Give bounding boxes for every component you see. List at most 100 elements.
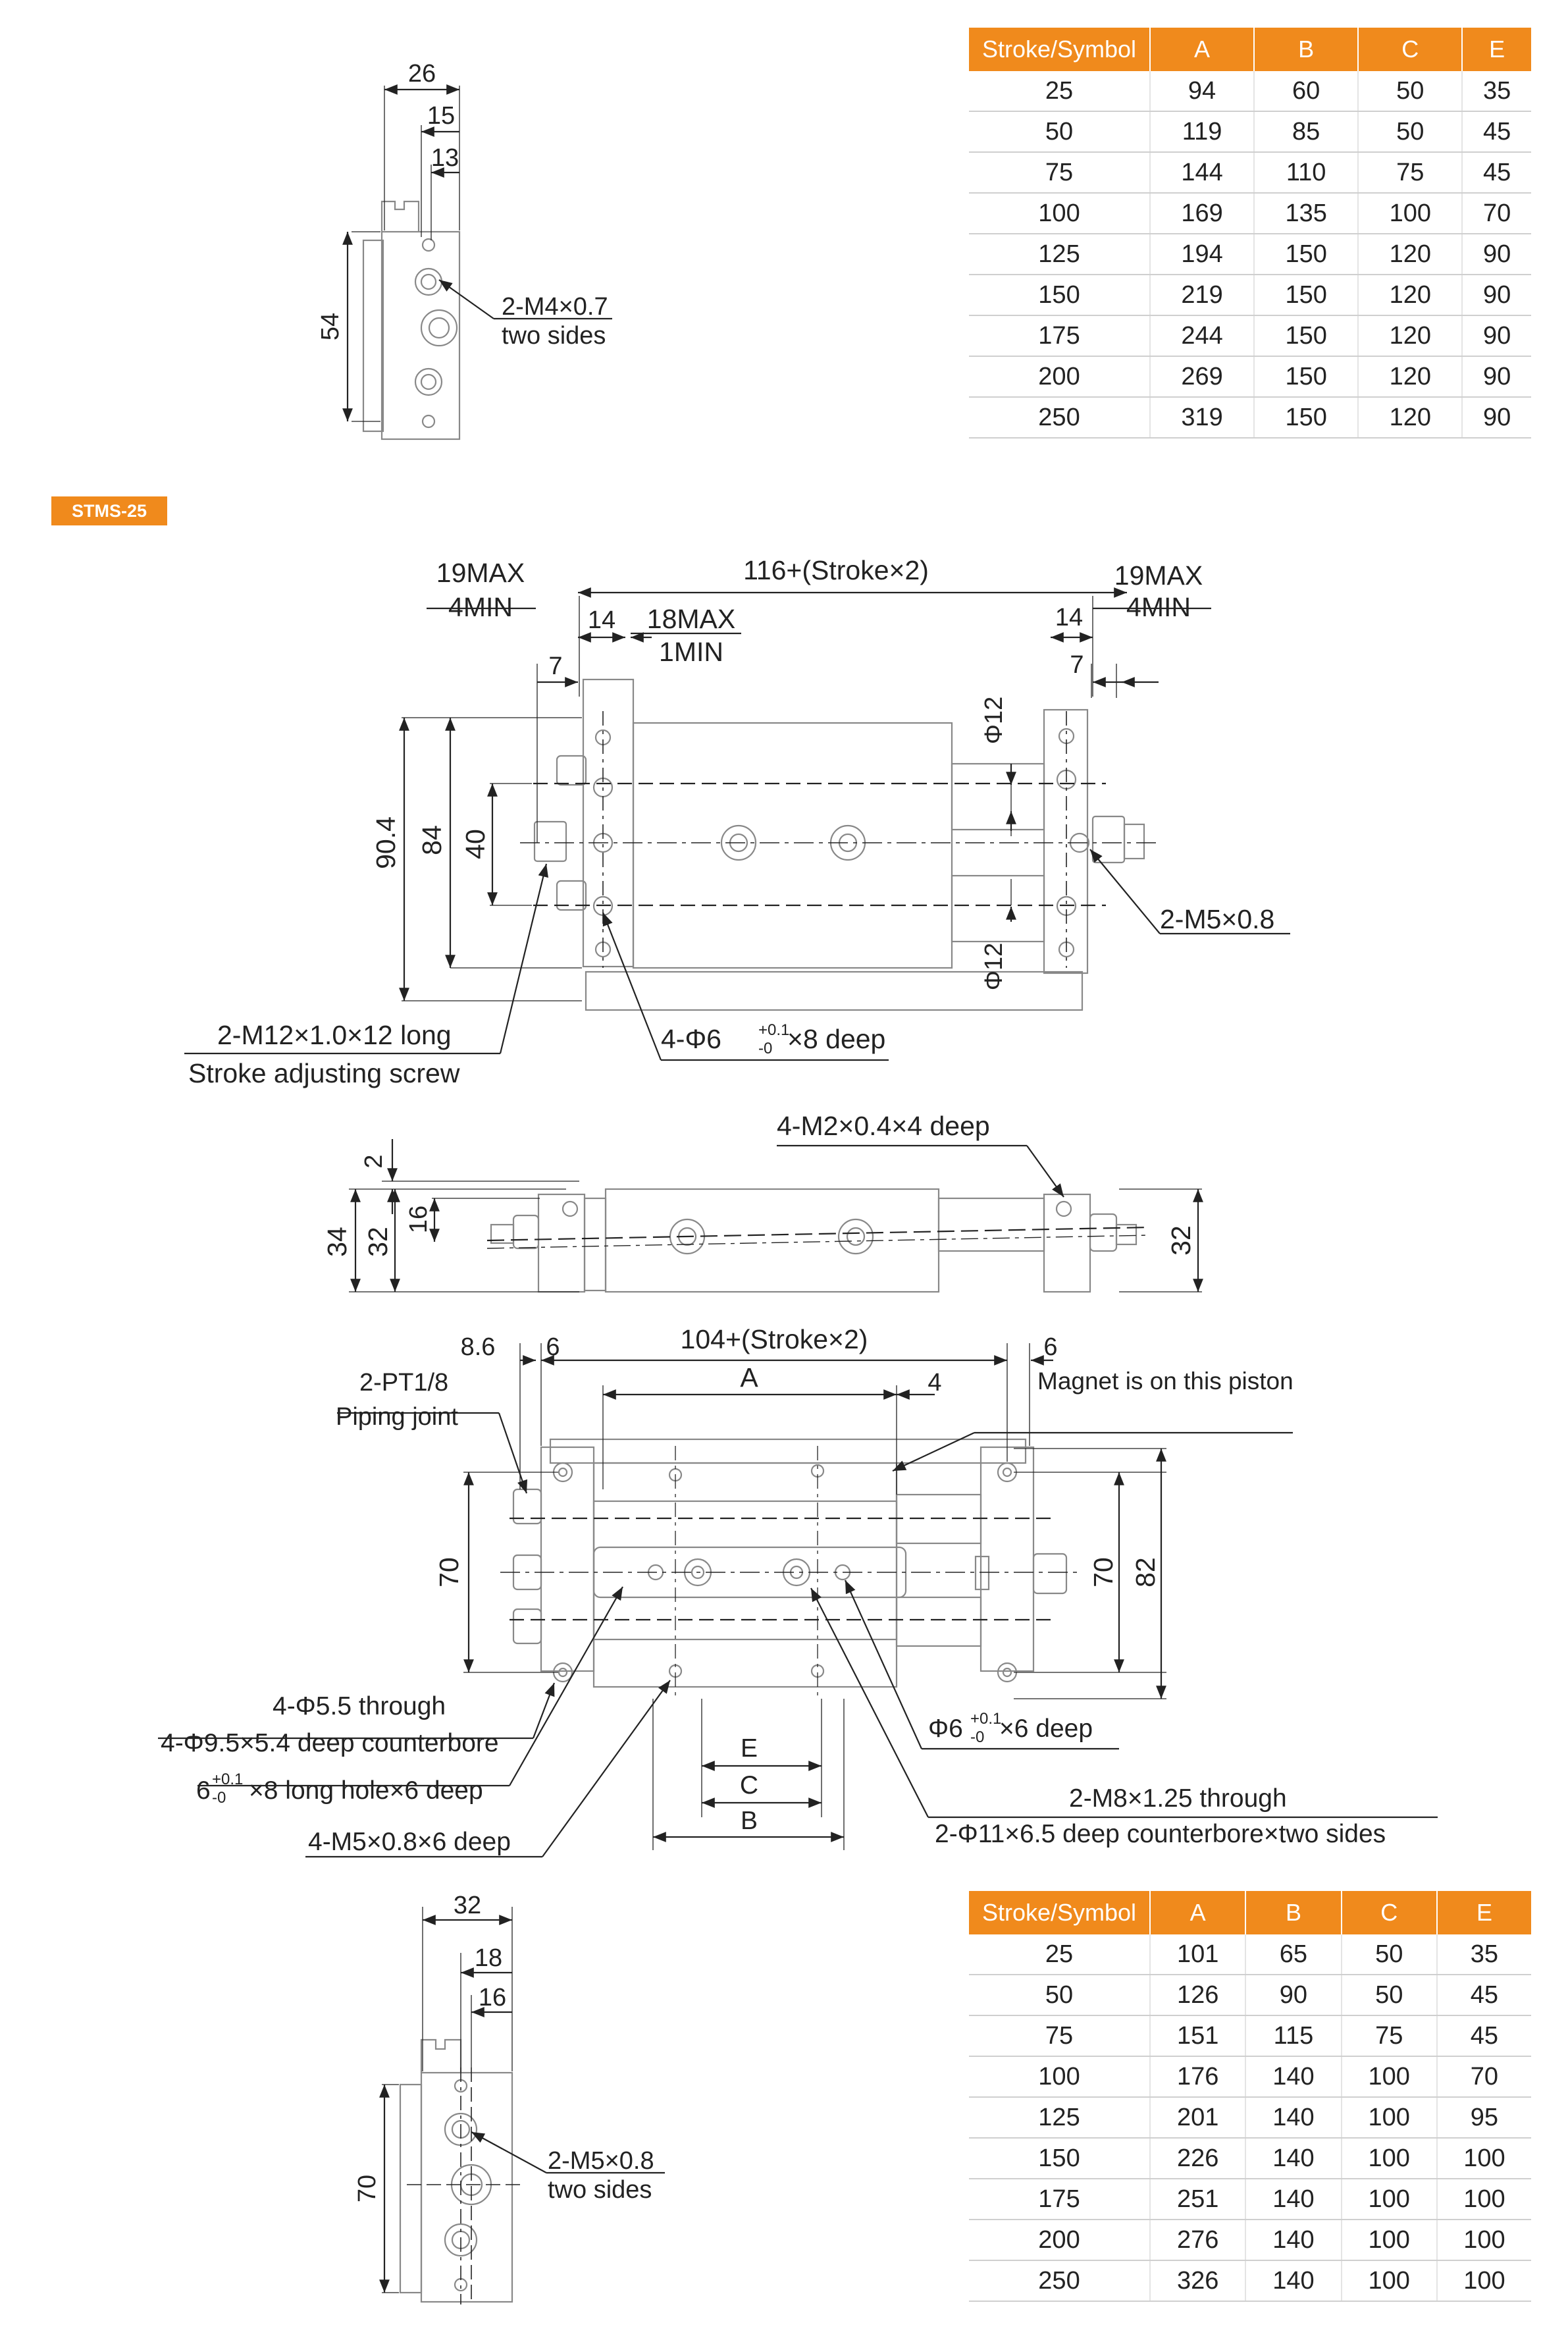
note-m4: 2-M4×0.7	[502, 293, 608, 321]
table-cell: 75	[1341, 2015, 1438, 2057]
table-cell: 115	[1245, 2015, 1342, 2057]
note-hole-tol-up: +0.1	[758, 1021, 789, 1039]
table-header: B	[1245, 1891, 1342, 1934]
table-cell: 150	[1254, 234, 1359, 275]
dim-7-left: 7	[548, 652, 562, 680]
dim-32: 32	[454, 1892, 481, 1919]
dim-4: 4	[928, 1369, 941, 1397]
dim-16: 16	[405, 1206, 432, 1233]
table-cell: 75	[969, 2015, 1151, 2057]
table-cell: 75	[969, 152, 1151, 194]
dim-14-right: 14	[1055, 604, 1083, 631]
note-magnet: Magnet is on this piston	[1037, 1368, 1294, 1395]
dim-c: C	[740, 1771, 758, 1799]
table-cell: 60	[1254, 71, 1359, 112]
dim-a: A	[740, 1362, 758, 1393]
table-cell: 120	[1358, 397, 1463, 439]
note-screw-1: 2-M12×1.0×12 long	[217, 1020, 452, 1050]
table-cell: 50	[1358, 111, 1463, 153]
table-cell: 125	[969, 2097, 1151, 2139]
table-cell: 45	[1462, 111, 1531, 153]
dim-40: 40	[460, 829, 490, 859]
dim-18max: 18MAX	[647, 604, 735, 634]
table-cell: 100	[1436, 2138, 1531, 2179]
note-m5-side: 2-M5×0.8	[548, 2147, 654, 2175]
table-cell: 120	[1358, 275, 1463, 316]
table-cell: 119	[1150, 111, 1255, 153]
table-cell: 100	[1358, 193, 1463, 234]
table-cell: 200	[969, 2220, 1151, 2261]
table-cell: 250	[969, 397, 1151, 439]
dim-overall-top: 116+(Stroke×2)	[743, 555, 929, 585]
dim-54: 54	[317, 313, 344, 340]
table-cell: 100	[1341, 2097, 1438, 2139]
note-long-tol-dn: -0	[212, 1789, 226, 1807]
dim-14-left: 14	[588, 606, 615, 634]
table-cell: 140	[1245, 2260, 1342, 2302]
dim-70-right: 70	[1088, 1557, 1118, 1587]
table-cell: 90	[1245, 1975, 1342, 2016]
dim-32-left: 32	[363, 1227, 393, 1257]
dim-phi12-top: Φ12	[980, 697, 1008, 745]
table-cell: 100	[969, 193, 1151, 234]
table-cell: 126	[1150, 1975, 1247, 2016]
table-cell: 120	[1358, 234, 1463, 275]
table-cell: 276	[1150, 2220, 1247, 2261]
dim-4min-right: 4MIN	[1126, 592, 1191, 622]
table-cell: 319	[1150, 397, 1255, 439]
table-cell: 50	[1341, 1934, 1438, 1975]
dim-19max-right: 19MAX	[1114, 560, 1203, 591]
table-cell: 140	[1245, 2097, 1342, 2139]
table-cell: 90	[1462, 275, 1531, 316]
table-cell: 100	[1341, 2220, 1438, 2261]
table-cell: 85	[1254, 111, 1359, 153]
table-cell: 176	[1150, 2056, 1247, 2098]
dim-70: 70	[353, 2175, 381, 2202]
table-cell: 50	[1358, 71, 1463, 112]
dim-26: 26	[408, 60, 436, 88]
table-cell: 251	[1150, 2179, 1247, 2220]
table-cell: 140	[1245, 2220, 1342, 2261]
table-cell: 94	[1150, 71, 1255, 112]
table-cell: 144	[1150, 152, 1255, 194]
table-cell: 125	[969, 234, 1151, 275]
table-header: A	[1150, 28, 1255, 71]
table-cell: 244	[1150, 315, 1255, 357]
table-cell: 90	[1462, 234, 1531, 275]
note-m5-top: 2-M5×0.8	[1160, 904, 1274, 934]
table-cell: 100	[1341, 2056, 1438, 2098]
table-cell: 70	[1436, 2056, 1531, 2098]
table-header: C	[1358, 28, 1463, 71]
note-long-tol-up: +0.1	[212, 1770, 243, 1788]
table-cell: 194	[1150, 234, 1255, 275]
table-cell: 100	[969, 2056, 1151, 2098]
note-hole-tol-dn: -0	[758, 1040, 772, 1057]
table-cell: 65	[1245, 1934, 1342, 1975]
dim-overall-bottom: 104+(Stroke×2)	[681, 1324, 868, 1354]
table-cell: 100	[1436, 2220, 1531, 2261]
dim-4min-left: 4MIN	[448, 592, 513, 622]
table-cell: 50	[969, 111, 1151, 153]
note-m2: 4-M2×0.4×4 deep	[777, 1111, 990, 1141]
table-cell: 45	[1436, 1975, 1531, 2016]
table-cell: 70	[1462, 193, 1531, 234]
table-cell: 151	[1150, 2015, 1247, 2057]
dim-82: 82	[1130, 1557, 1161, 1587]
table-cell: 120	[1358, 356, 1463, 398]
table-cell: 169	[1150, 193, 1255, 234]
table-cell: 175	[969, 2179, 1151, 2220]
dim-16-bottom: 16	[479, 1984, 506, 2011]
side-view-top	[342, 84, 612, 440]
table-cell: 110	[1254, 152, 1359, 194]
table-cell: 101	[1150, 1934, 1247, 1975]
table-cell: 200	[969, 356, 1151, 398]
